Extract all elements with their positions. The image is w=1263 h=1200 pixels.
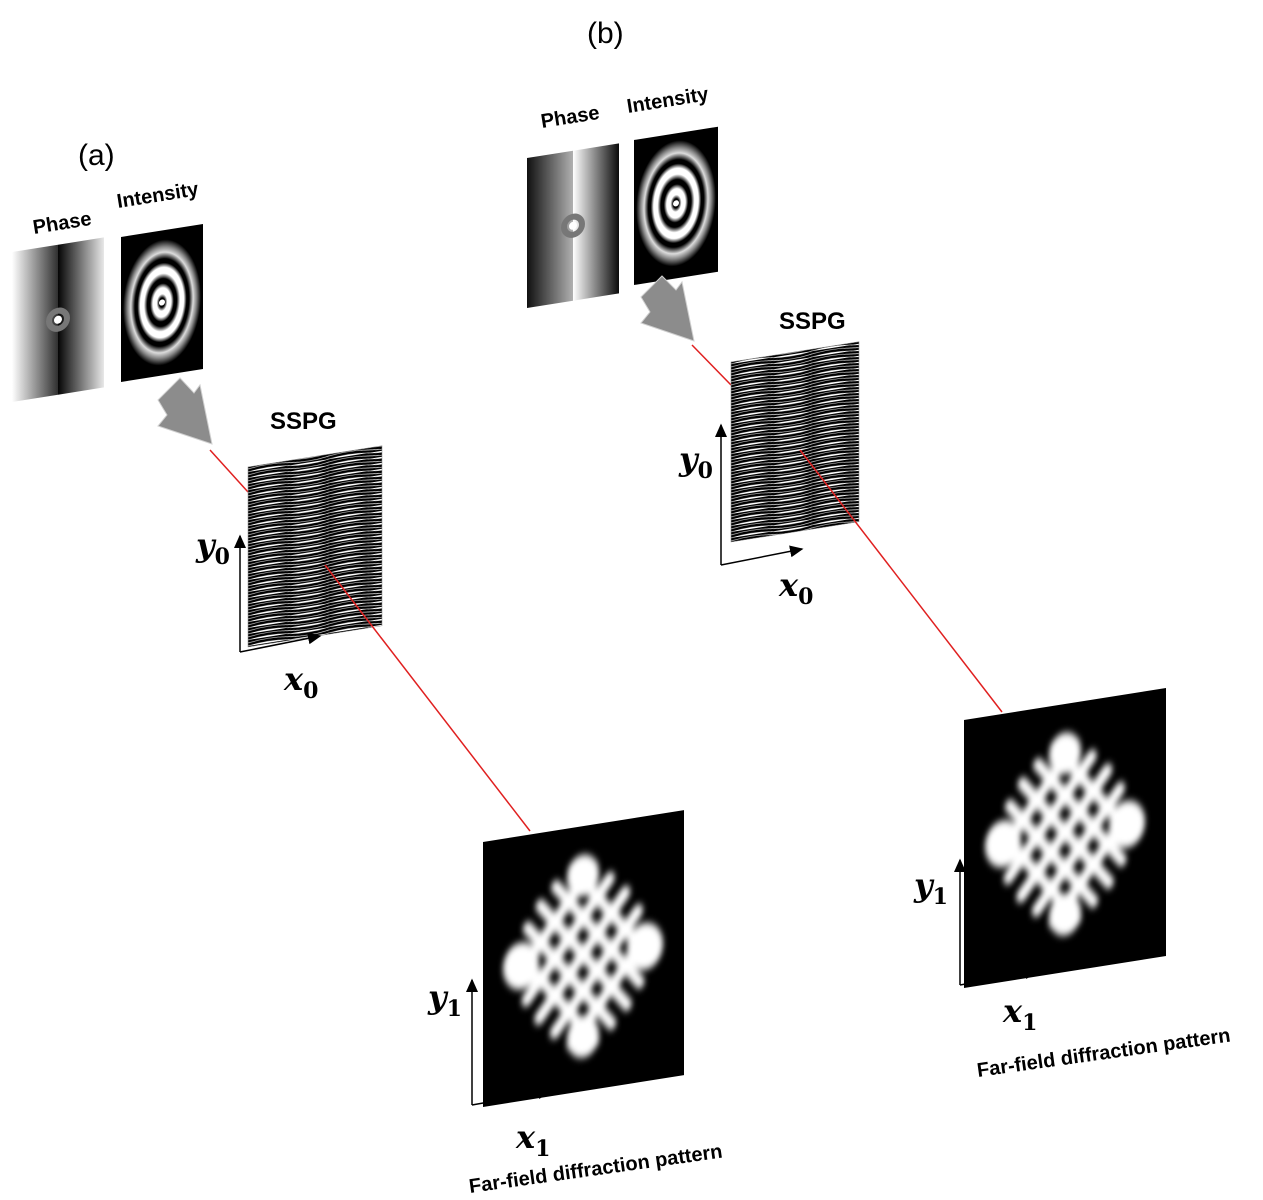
panel-a-grating — [247, 445, 383, 648]
panel-b-y0-label: y0 — [678, 440, 713, 484]
panel-b-farfield-pattern — [964, 688, 1166, 988]
panel-b-caption: Far-field diffraction pattern — [976, 1025, 1232, 1082]
panel-b-intensity-map — [634, 126, 718, 285]
panel-a-beam-out — [324, 564, 531, 832]
panel-b-x0-label: x0 — [778, 566, 813, 610]
panel-a-intensity-map — [121, 224, 203, 382]
panel-a: (a) Phase Intensity SSPG y0 x0 — [12, 139, 724, 1198]
panel-b-phase-map — [527, 143, 619, 308]
panel-a-x1-label: x1 — [515, 1118, 550, 1162]
panel-a-x0-label: x0 — [283, 660, 318, 704]
panel-b-beam-out — [799, 449, 1003, 713]
panel-a-x1-axis — [471, 1087, 552, 1106]
panel-a-beam-in — [209, 449, 249, 493]
panel-a-x0-axis — [239, 632, 322, 653]
panel-a-grating-label: SSPG — [270, 408, 337, 435]
panel-a-caption: Far-field diffraction pattern — [468, 1141, 724, 1198]
panel-b-intensity-label: Intensity — [625, 83, 711, 118]
panel-a-y1-label: y1 — [427, 978, 462, 1022]
panel-a-intensity-label: Intensity — [115, 178, 201, 213]
panel-a-phase-label: Phase — [31, 208, 93, 239]
panel-b-y1-label: y1 — [913, 866, 948, 910]
panel-b-grating — [730, 341, 860, 543]
panel-b-label: (b) — [587, 17, 624, 50]
panel-a-farfield-pattern — [483, 810, 684, 1107]
panel-b-x1-label: x1 — [1002, 992, 1037, 1036]
panel-a-incident-arrow — [157, 377, 213, 445]
panel-a-y0-label: y0 — [195, 526, 230, 570]
panel-b-phase-label: Phase — [539, 102, 601, 133]
panel-b-x0-axis — [720, 545, 804, 566]
panel-b-incident-arrow — [640, 275, 695, 342]
panel-b-grating-label: SSPG — [779, 308, 846, 335]
panel-a-phase-map — [12, 237, 104, 402]
panel-a-label: (a) — [78, 139, 115, 172]
panel-b-x1-axis — [959, 967, 1039, 986]
panel-b-beam-in — [691, 344, 732, 386]
